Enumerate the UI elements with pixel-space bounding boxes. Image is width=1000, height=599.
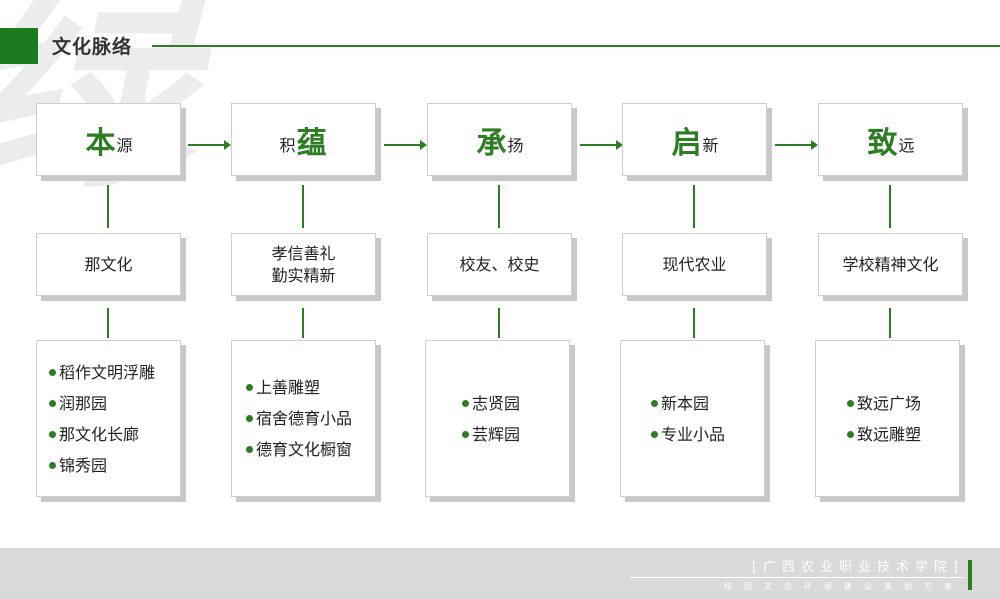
category-2-label: 孝信善礼 勤实精新 [271, 243, 336, 285]
item-label: 专业小品 [661, 424, 726, 444]
page-title: 文化脉络 [52, 36, 133, 58]
stage-1-main-char: 本 [85, 125, 116, 161]
connector-3b [498, 308, 500, 338]
list-item: 锦秀园 [49, 450, 155, 481]
items-box-2: 上善雕塑 宿舍德育小品 德育文化橱窗 [231, 340, 376, 497]
category-box-3: 校友、校史 [427, 233, 572, 296]
stage-box-1: 本 源 [36, 103, 181, 176]
stage-box-5: 致 远 [818, 103, 963, 176]
connector-2a [302, 185, 304, 228]
item-label: 上善雕塑 [256, 378, 321, 397]
connector-3a [498, 185, 500, 228]
list-item: 致远广场 [847, 388, 921, 419]
list-item: 芸辉园 [462, 419, 520, 450]
item-label: 锦秀园 [59, 455, 108, 475]
footer-subtitle: 校园文化环境建设策划方案 [724, 582, 964, 591]
list-item: 德育文化橱窗 [246, 434, 352, 465]
item-label: 稻作文明浮雕 [59, 362, 156, 382]
item-label: 那文化长廊 [59, 424, 140, 444]
item-label: 致远雕塑 [857, 424, 922, 444]
items-box-1: 稻作文明浮雕 润那园 那文化长廊 锦秀园 [36, 340, 181, 497]
items-box-5: 致远广场 致远雕塑 [815, 340, 960, 497]
category-4-label: 现代农业 [662, 254, 727, 274]
category-box-2: 孝信善礼 勤实精新 [231, 233, 376, 296]
stage-1-suffix: 源 [116, 135, 133, 155]
bullet-icon [847, 430, 854, 438]
connector-1b [107, 308, 109, 338]
flow-arrow-2 [384, 140, 427, 150]
stage-4-main-char: 启 [671, 125, 702, 161]
connector-4b [693, 308, 695, 338]
list-item: 那文化长廊 [49, 419, 155, 450]
flow-arrow-3 [580, 140, 623, 150]
stage-box-2: 积 蕴 [231, 103, 376, 176]
category-box-4: 现代农业 [622, 233, 767, 296]
stage-4-suffix: 新 [702, 135, 719, 155]
category-box-1: 那文化 [36, 233, 181, 296]
stage-5-main-char: 致 [867, 125, 898, 161]
stage-2-prefix: 积 [279, 135, 296, 155]
connector-5b [889, 308, 891, 338]
item-label: 润那园 [59, 393, 108, 413]
bullet-icon [246, 384, 253, 391]
connector-4a [693, 185, 695, 228]
stage-2-main-char: 蕴 [296, 125, 327, 161]
bullet-icon [847, 399, 854, 407]
list-item: 新本园 [651, 388, 725, 419]
list-item: 稻作文明浮雕 [49, 357, 155, 388]
items-box-3: 志贤园 芸辉园 [425, 340, 570, 497]
footer-accent-bar [968, 560, 972, 590]
category-3-label: 校友、校史 [459, 254, 540, 274]
bullet-icon [49, 430, 56, 438]
header-accent-block [0, 28, 38, 64]
stage-3-suffix: 扬 [507, 135, 524, 155]
item-label: 志贤园 [472, 393, 521, 413]
connector-5a [889, 185, 891, 228]
stage-box-3: 承 扬 [427, 103, 572, 176]
item-label: 致远广场 [857, 393, 922, 413]
category-1-label: 那文化 [84, 254, 133, 274]
item-label: 新本园 [661, 393, 710, 413]
stage-box-4: 启 新 [622, 103, 767, 176]
flow-arrow-4 [775, 140, 818, 150]
stage-5-suffix: 远 [898, 135, 915, 155]
bullet-icon [49, 399, 56, 407]
bullet-icon [49, 461, 56, 469]
items-list-1: 稻作文明浮雕 润那园 那文化长廊 锦秀园 [49, 357, 155, 481]
footer-rule [630, 577, 964, 578]
connector-2b [302, 308, 304, 338]
flow-arrow-1 [188, 140, 231, 150]
item-label: 芸辉园 [472, 424, 521, 444]
bullet-icon [462, 430, 469, 438]
bullet-icon [462, 399, 469, 407]
item-label: 德育文化橱窗 [256, 440, 353, 459]
category-box-5: 学校精神文化 [818, 233, 963, 296]
items-box-4: 新本园 专业小品 [620, 340, 765, 497]
items-list-4: 新本园 专业小品 [651, 388, 725, 450]
connector-1a [107, 185, 109, 228]
list-item: 宿舍德育小品 [246, 403, 352, 434]
bullet-icon [651, 430, 658, 438]
items-list-3: 志贤园 芸辉园 [462, 388, 520, 450]
list-item: 志贤园 [462, 388, 520, 419]
category-5-label: 学校精神文化 [842, 254, 939, 274]
list-item: 润那园 [49, 388, 155, 419]
bullet-icon [246, 446, 253, 453]
header-rule [152, 45, 1000, 47]
items-list-2: 上善雕塑 宿舍德育小品 德育文化橱窗 [246, 372, 352, 465]
list-item: 上善雕塑 [246, 372, 352, 403]
bullet-icon [49, 368, 56, 376]
items-list-5: 致远广场 致远雕塑 [847, 388, 921, 450]
footer-title: [广西农业职业技术学院] [751, 560, 964, 575]
item-label: 宿舍德育小品 [256, 409, 353, 428]
list-item: 专业小品 [651, 419, 725, 450]
footer-band: [广西农业职业技术学院] 校园文化环境建设策划方案 [0, 548, 1000, 599]
bullet-icon [651, 399, 658, 407]
stage-3-main-char: 承 [476, 125, 507, 161]
list-item: 致远雕塑 [847, 419, 921, 450]
bullet-icon [246, 415, 253, 422]
